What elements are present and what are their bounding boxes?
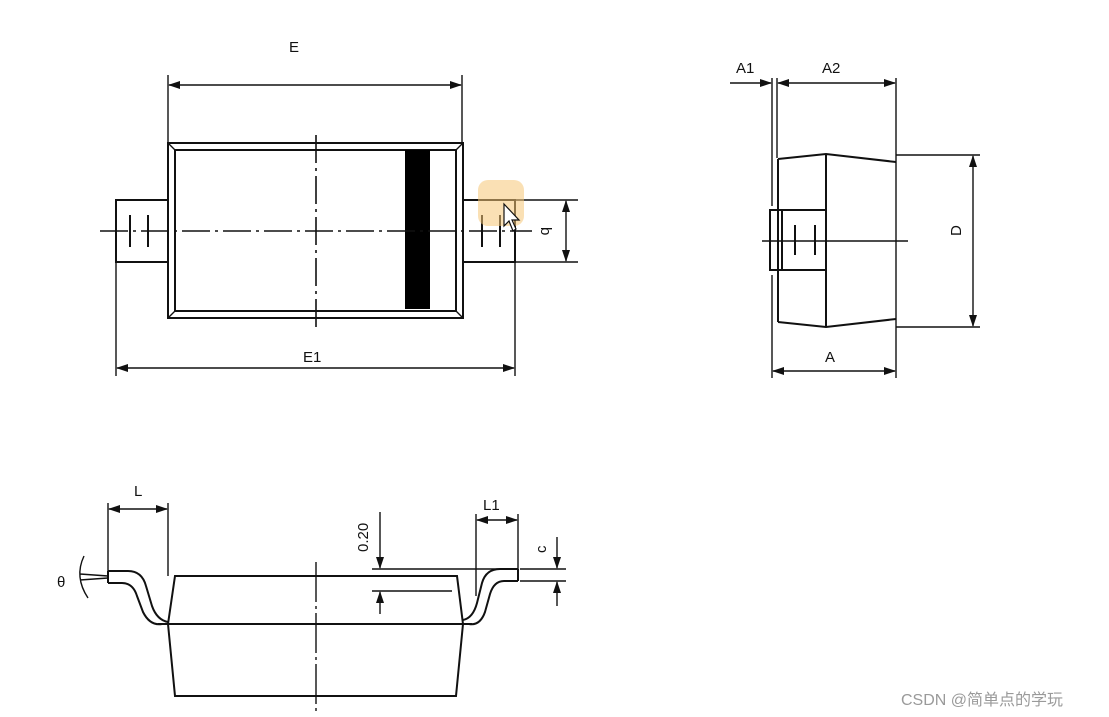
label-a2: A2 bbox=[822, 60, 840, 77]
body-side bbox=[777, 152, 897, 329]
cathode-band bbox=[405, 150, 430, 309]
label-c: c bbox=[533, 545, 550, 553]
lead-marks bbox=[794, 225, 816, 255]
label-e1: E1 bbox=[303, 349, 321, 366]
label-d: D bbox=[948, 225, 965, 236]
label-b: b bbox=[537, 227, 554, 235]
top-view: E b E1 bbox=[100, 39, 578, 376]
side-view: A1 A2 D A bbox=[730, 60, 980, 378]
lead-right-profile bbox=[462, 568, 519, 626]
lead-left-profile bbox=[107, 570, 169, 626]
label-e: E bbox=[289, 39, 299, 56]
label-gap: 0.20 bbox=[355, 523, 372, 552]
angle-indicator bbox=[79, 555, 109, 599]
chamfer-lines bbox=[167, 142, 464, 319]
label-l: L bbox=[134, 483, 142, 500]
watermark: CSDN @简单点的学玩 bbox=[901, 692, 1064, 709]
label-a1: A1 bbox=[736, 60, 754, 77]
label-theta: θ bbox=[57, 574, 65, 591]
front-view: L θ L1 0.20 c bbox=[57, 483, 566, 712]
lead-side bbox=[769, 209, 827, 271]
label-l1: L1 bbox=[483, 497, 500, 514]
cursor-arrow-icon bbox=[503, 202, 521, 232]
mouse-cursor bbox=[478, 180, 524, 232]
label-a: A bbox=[825, 349, 835, 366]
